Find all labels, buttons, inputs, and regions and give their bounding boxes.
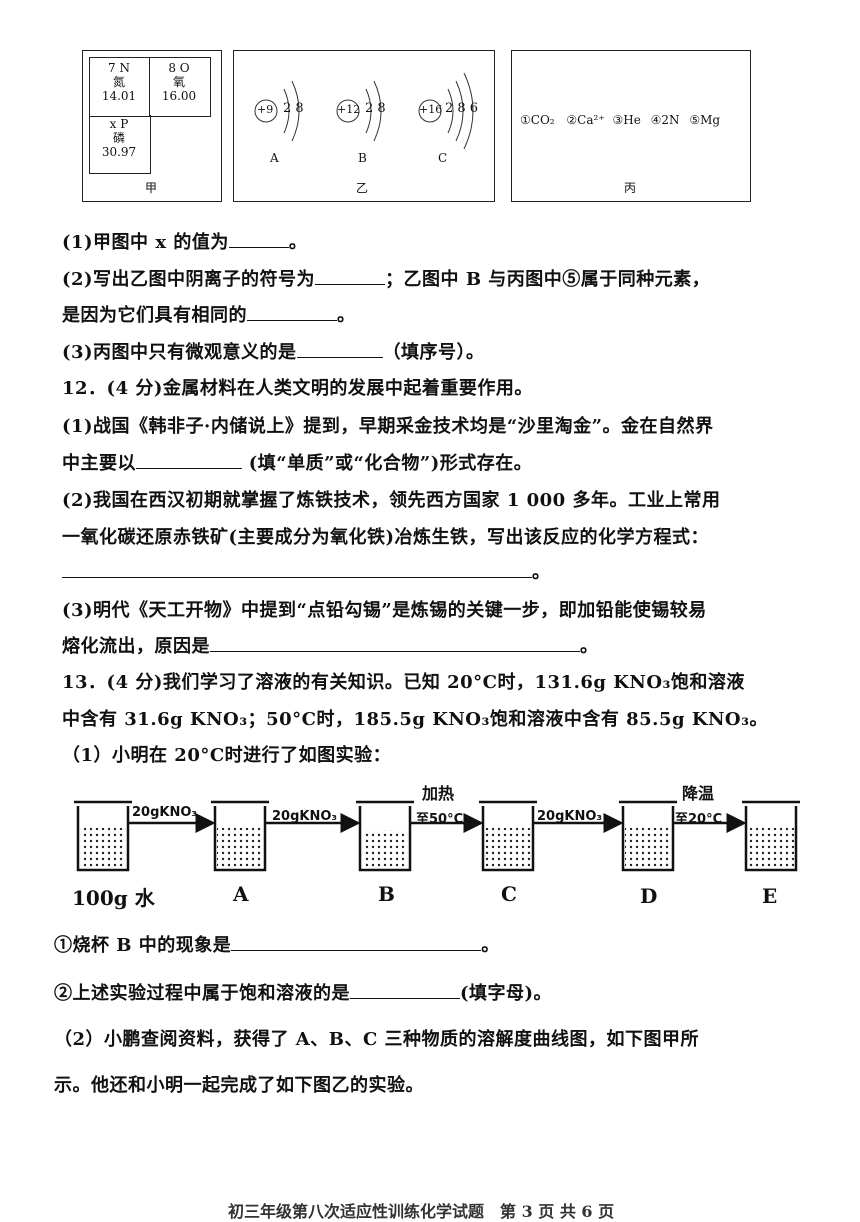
q13-blank-2[interactable]: [350, 982, 460, 999]
beakers-and-arrows: [74, 800, 800, 872]
q12-part1-b: 中主要以 (填“单质”或“化合物”)形式存在。: [62, 452, 533, 474]
q13-sub1: （1）小明在 20°C时进行了如图实验：: [62, 745, 392, 766]
q11-part2: (2)写出乙图中阴离子的符号为；乙图中 B 与丙图中⑤属于同种元素，: [62, 268, 711, 290]
atom-c-label: C: [438, 151, 448, 165]
beaker-b-label: B: [378, 882, 395, 906]
arrow-3-label: 至50°C: [416, 812, 464, 827]
experiment-diagram: 20gKNO₃ 20gKNO₃ 加热 至50°C 20gKNO₃ 降温 至20°…: [70, 778, 810, 913]
q13-q2: ②上述实验过程中属于饱和溶液的是(填字母)。: [54, 982, 553, 1004]
page-footer: 初三年级第八次适应性训练化学试题 第 3 页 共 6 页: [228, 1202, 615, 1221]
arrow-4-label: 20gKNO₃: [537, 809, 603, 824]
q11-blank-2[interactable]: [315, 268, 386, 285]
q11-part2-cont: 是因为它们具有相同的。: [62, 304, 356, 326]
q13-q1: ①烧杯 B 中的现象是。: [54, 934, 500, 956]
bing-items: ①CO₂ ②Ca²⁺ ③He ④2N ⑤Mg: [520, 113, 720, 127]
q11-blank-3[interactable]: [247, 304, 337, 321]
bing-item-5: ⑤Mg: [689, 113, 721, 127]
caption-jia: 甲: [145, 181, 158, 195]
q11-part1: (1)甲图中 x 的值为。: [62, 231, 308, 253]
atom-a-nucleus: +9: [257, 103, 274, 116]
atom-a-label: A: [270, 151, 279, 165]
q13-title: 13．(4 分)我们学习了溶液的有关知识。已知 20°C时，131.6g KNO…: [62, 672, 745, 693]
q12-blank-3[interactable]: [210, 635, 580, 652]
q12-part3-b: 熔化流出，原因是。: [62, 635, 599, 657]
q12-part1-a: (1)战国《韩非子·内储说上》提到，早期采金技术均是“沙里淘金”。金在自然界: [62, 416, 714, 437]
q12-part2-b: 一氧化碳还原赤铁矿(主要成分为氧化铁)冶炼生铁，写出该反应的化学方程式：: [62, 527, 710, 548]
figure-yi: +9 2 8 A +12 2 8 B +16 2 8 6 C 乙: [233, 50, 495, 202]
atom-b-label: B: [358, 151, 367, 165]
bing-item-4: ④2N: [650, 113, 680, 127]
q13-blank-1[interactable]: [231, 934, 482, 951]
arrow-5-label: 至20°C: [675, 812, 723, 827]
q12-part3-a: (3)明代《天工开物》中提到“点铅勾锡”是炼锡的关键一步，即加铅能使锡较易: [62, 600, 707, 621]
caption-bing: 丙: [624, 181, 637, 195]
atom-b-electrons: 2 8: [365, 101, 386, 116]
beaker-c-label: C: [501, 882, 517, 906]
beaker-e-label: E: [762, 884, 778, 908]
q13-sub2-a: （2）小鹏查阅资料，获得了 A、B、C 三种物质的溶解度曲线图，如下图甲所: [54, 1029, 700, 1050]
caption-yi: 乙: [356, 181, 369, 195]
q12-part2-a: (2)我国在西汉初期就掌握了炼铁技术，领先西方国家 1 000 多年。工业上常用: [62, 490, 721, 511]
beaker-a-label: A: [233, 882, 249, 906]
bing-item-3: ③He: [612, 113, 641, 127]
q12-part2-c: 。: [62, 558, 551, 584]
q13-line2: 中含有 31.6g KNO₃；50°C时，185.5g KNO₃饱和溶液中含有 …: [62, 709, 768, 730]
q11-blank-4[interactable]: [296, 341, 383, 358]
q12-blank-1[interactable]: [136, 452, 242, 469]
atom-c-electrons: 2 8 6: [445, 101, 479, 116]
atom-structure-diagrams: [254, 72, 474, 150]
arrow-5-top: 降温: [682, 784, 715, 803]
q13-sub2-b: 示。他还和小明一起完成了如下图乙的实验。: [54, 1075, 424, 1096]
q12-title: 12．(4 分)金属材料在人类文明的发展中起着重要作用。: [62, 378, 533, 399]
atom-b-nucleus: +12: [337, 103, 361, 116]
arrow-2-label: 20gKNO₃: [272, 809, 338, 824]
beaker-d-label: D: [640, 884, 658, 908]
arrow-3-top: 加热: [422, 784, 455, 803]
figure-bing: ①CO₂ ②Ca²⁺ ③He ④2N ⑤Mg 丙: [511, 50, 751, 202]
bing-item-1: ①CO₂: [520, 113, 555, 127]
atom-c-nucleus: +16: [419, 103, 443, 116]
q11-blank-1[interactable]: [228, 231, 289, 248]
beaker-water-label: 100g 水: [72, 886, 155, 910]
q12-blank-2[interactable]: [62, 561, 532, 578]
atom-a-electrons: 2 8: [283, 101, 304, 116]
bing-item-2: ②Ca²⁺: [566, 113, 605, 127]
q11-part3: (3)丙图中只有微观意义的是（填序号）。: [62, 341, 485, 363]
arrow-1-label: 20gKNO₃: [132, 805, 198, 820]
